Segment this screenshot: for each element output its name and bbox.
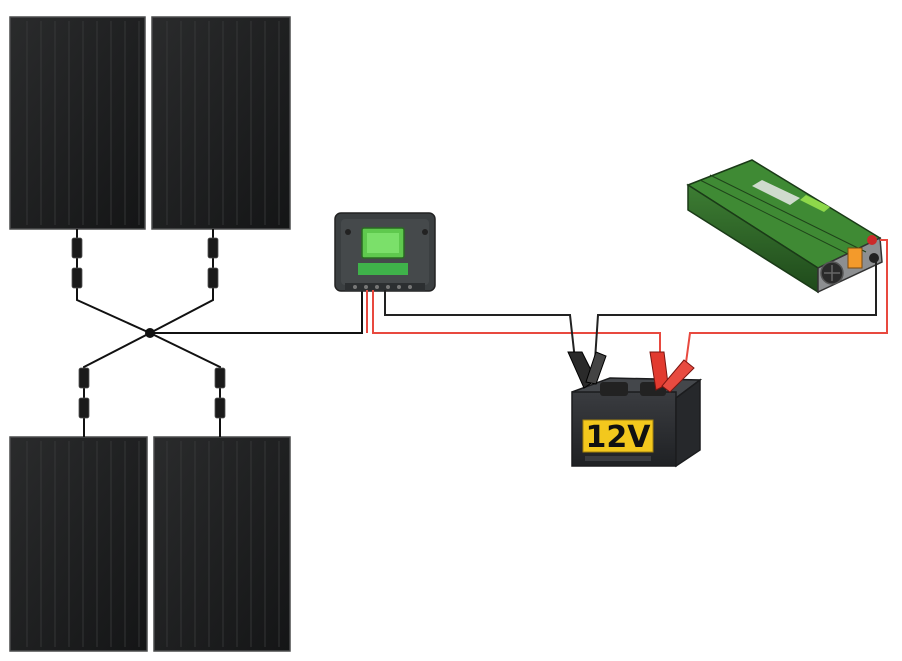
mc4-connector-icon	[71, 237, 83, 289]
inverter-battery-wiring	[594, 239, 888, 371]
battery-clamp-negative-icon	[567, 351, 607, 389]
charge-controller-icon	[334, 212, 436, 292]
battery-voltage-label: 12V	[586, 420, 652, 455]
mc4-connector-icon	[214, 367, 226, 419]
terminal-negative-icon	[869, 253, 879, 263]
outlet-icon	[847, 247, 863, 269]
mc4-connectors	[71, 237, 226, 419]
junction-node	[145, 328, 155, 338]
inverter-logo	[752, 180, 830, 212]
solar-panel-top-left	[9, 16, 146, 230]
inverter-icon	[686, 159, 883, 294]
battery-clamp-positive-icon	[649, 351, 695, 393]
solar-panel-bottom-right	[153, 436, 291, 652]
solar-panel-bottom-left	[9, 436, 148, 652]
solar-panel-top-right	[151, 16, 291, 230]
controller-battery-wiring	[366, 290, 661, 370]
battery-icon: 12V	[571, 377, 703, 468]
mc4-connector-icon	[78, 367, 90, 419]
battery-label-plate	[582, 419, 654, 453]
terminal-positive-icon	[867, 235, 877, 245]
mc4-connector-icon	[207, 237, 219, 289]
